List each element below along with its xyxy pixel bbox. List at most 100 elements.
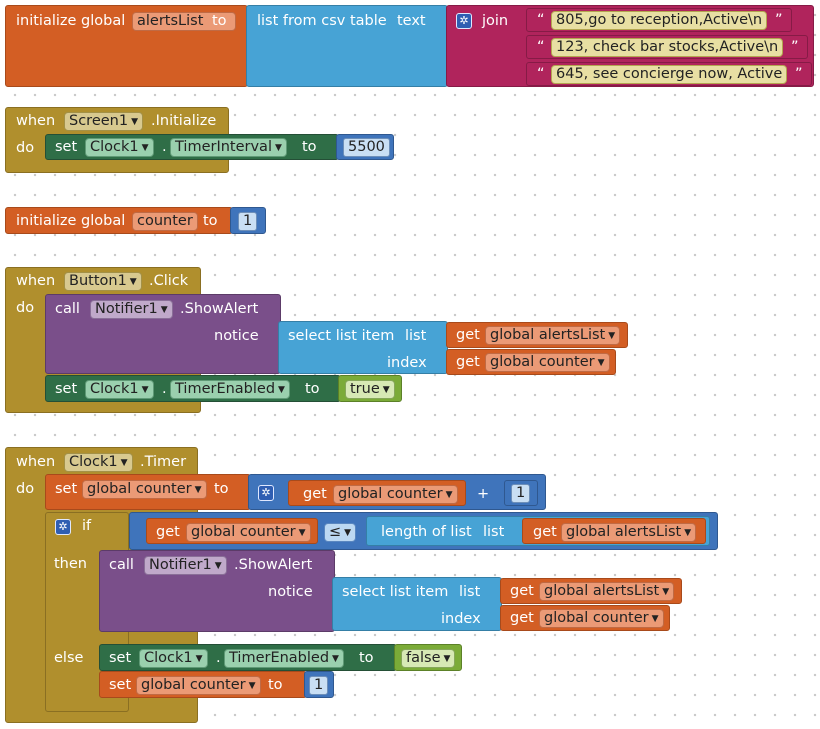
component-dropdown[interactable]: Clock1▼ xyxy=(64,453,133,472)
number-block[interactable]: 1 xyxy=(230,207,266,234)
get-global-alertslist-block[interactable]: get global alertsList▼ xyxy=(500,578,682,604)
notice-socket-label: notice xyxy=(268,584,313,600)
list-socket-label: list xyxy=(459,584,481,600)
variable-dropdown[interactable]: global counter▼ xyxy=(186,523,311,542)
dot-label: . xyxy=(216,650,221,666)
component-dropdown[interactable]: Button1▼ xyxy=(64,272,142,291)
component-dropdown[interactable]: Notifier1▼ xyxy=(90,300,173,319)
get-global-counter-block[interactable]: get global counter▼ xyxy=(146,518,318,544)
set-global-counter-block[interactable]: set global counter▼ to xyxy=(99,671,307,698)
join-label: join xyxy=(482,13,509,29)
get-label: get xyxy=(510,610,534,626)
set-label: set xyxy=(109,650,132,666)
property-dropdown[interactable]: TimerInterval▼ xyxy=(170,138,287,157)
select-list-item-label: select list item xyxy=(342,584,449,600)
get-label: get xyxy=(456,354,480,370)
number-field[interactable]: 1 xyxy=(309,676,329,695)
init-global-label: initialize global xyxy=(16,13,126,29)
number-block[interactable]: 1 xyxy=(304,671,334,698)
get-global-counter-block[interactable]: get global counter▼ xyxy=(500,605,670,631)
set-global-counter-block[interactable]: set global counter▼ to xyxy=(45,474,251,510)
to-label: to xyxy=(302,139,317,155)
init-global-alertslist-block[interactable]: initialize global alertsList to xyxy=(5,5,248,87)
init-global-counter-block[interactable]: initialize global counter to xyxy=(5,207,233,234)
text-string-field[interactable]: 805,go to reception,Active\n xyxy=(551,11,768,30)
dot-label: . xyxy=(162,381,167,397)
open-quote-icon: “ xyxy=(537,12,545,28)
component-dropdown[interactable]: Screen1▼ xyxy=(64,112,143,131)
to-label: to xyxy=(203,213,218,229)
component-dropdown[interactable]: Notifier1▼ xyxy=(144,556,227,575)
property-dropdown[interactable]: TimerEnabled▼ xyxy=(224,649,344,668)
do-label: do xyxy=(16,300,35,316)
list-from-csv-table-block[interactable]: list from csv table text xyxy=(246,5,448,87)
component-dropdown[interactable]: Clock1▼ xyxy=(139,649,208,668)
set-clock-timerenabled-block[interactable]: set Clock1▼ . TimerEnabled▼ to xyxy=(99,644,397,671)
variable-dropdown[interactable]: global alertsList▼ xyxy=(485,326,621,345)
set-label: set xyxy=(55,139,78,155)
variable-dropdown[interactable]: global alertsList▼ xyxy=(539,582,675,601)
get-global-counter-block[interactable]: get global counter▼ xyxy=(288,480,466,506)
variable-dropdown[interactable]: global counter▼ xyxy=(539,609,664,628)
boolean-dropdown[interactable]: true▼ xyxy=(345,380,395,399)
boolean-dropdown[interactable]: false▼ xyxy=(401,649,456,668)
get-label: get xyxy=(456,327,480,343)
select-list-item-block[interactable]: select list item list index xyxy=(278,321,448,374)
variable-dropdown[interactable]: global counter▼ xyxy=(82,480,207,499)
close-quote-icon: ” xyxy=(775,12,783,28)
text-string-field[interactable]: 123, check bar stocks,Active\n xyxy=(551,38,784,57)
get-global-counter-block[interactable]: get global counter▼ xyxy=(446,349,616,375)
text-string-block-3[interactable]: “ 645, see concierge now, Active ” xyxy=(526,62,812,86)
variable-dropdown[interactable]: global counter▼ xyxy=(333,485,458,504)
then-label: then xyxy=(54,556,87,572)
boolean-false-block[interactable]: false▼ xyxy=(394,644,462,671)
get-label: get xyxy=(510,583,534,599)
text-string-field[interactable]: 645, see concierge now, Active xyxy=(551,65,788,84)
close-quote-icon: ” xyxy=(791,39,799,55)
property-dropdown[interactable]: TimerEnabled▼ xyxy=(170,380,290,399)
compare-operator-dropdown[interactable]: ≤▼ xyxy=(324,523,357,542)
length-of-list-label: length of list xyxy=(381,524,472,540)
plus-operator-label: + xyxy=(477,486,490,502)
variable-name-field[interactable]: alertsList xyxy=(132,12,236,31)
get-global-alertslist-block[interactable]: get global alertsList▼ xyxy=(446,322,628,348)
call-label: call xyxy=(109,557,134,573)
dot-label: . xyxy=(162,139,167,155)
set-clock-timerenabled-block[interactable]: set Clock1▼ . TimerEnabled▼ to xyxy=(45,375,341,402)
call-label: call xyxy=(55,301,80,317)
get-label: get xyxy=(303,486,327,502)
if-label: if xyxy=(82,518,92,534)
call-notifier-showalert-block[interactable]: call Notifier1▼ .ShowAlert notice xyxy=(45,294,281,374)
variable-dropdown[interactable]: global counter▼ xyxy=(136,676,261,695)
variable-name-field[interactable]: counter xyxy=(132,212,198,231)
text-string-block-2[interactable]: “ 123, check bar stocks,Active\n ” xyxy=(526,35,808,59)
do-label: do xyxy=(16,140,35,156)
list-from-csv-label: list from csv table xyxy=(257,13,387,29)
when-label: when xyxy=(16,113,56,129)
set-clock-timerinterval-block[interactable]: set Clock1▼ . TimerInterval▼ to xyxy=(45,134,339,160)
get-label: get xyxy=(533,524,557,540)
text-socket-label: text xyxy=(397,13,426,29)
get-global-alertslist-block[interactable]: get global alertsList▼ xyxy=(522,518,706,544)
boolean-true-block[interactable]: true▼ xyxy=(338,375,402,402)
when-label: when xyxy=(16,454,56,470)
number-block[interactable]: 1 xyxy=(504,480,538,506)
component-dropdown[interactable]: Clock1▼ xyxy=(85,380,154,399)
select-list-item-block[interactable]: select list item list index xyxy=(332,577,502,631)
number-block[interactable]: 5500 xyxy=(336,134,394,160)
number-field[interactable]: 1 xyxy=(238,212,258,231)
mutator-gear-icon[interactable]: ✲ xyxy=(258,485,274,501)
variable-dropdown[interactable]: global counter▼ xyxy=(485,353,610,372)
number-field[interactable]: 1 xyxy=(511,484,531,503)
mutator-gear-icon[interactable]: ✲ xyxy=(55,519,71,535)
component-dropdown[interactable]: Clock1▼ xyxy=(85,138,154,157)
else-label: else xyxy=(54,650,84,666)
number-field[interactable]: 5500 xyxy=(343,138,390,157)
text-string-block-1[interactable]: “ 805,go to reception,Active\n ” xyxy=(526,8,792,32)
event-name-label: .Timer xyxy=(140,454,187,470)
call-notifier-showalert-block[interactable]: call Notifier1▼ .ShowAlert notice xyxy=(99,550,335,632)
variable-dropdown[interactable]: global alertsList▼ xyxy=(561,523,697,542)
mutator-gear-icon[interactable]: ✲ xyxy=(456,13,472,29)
index-socket-label: index xyxy=(387,355,427,371)
init-global-label: initialize global xyxy=(16,213,126,229)
